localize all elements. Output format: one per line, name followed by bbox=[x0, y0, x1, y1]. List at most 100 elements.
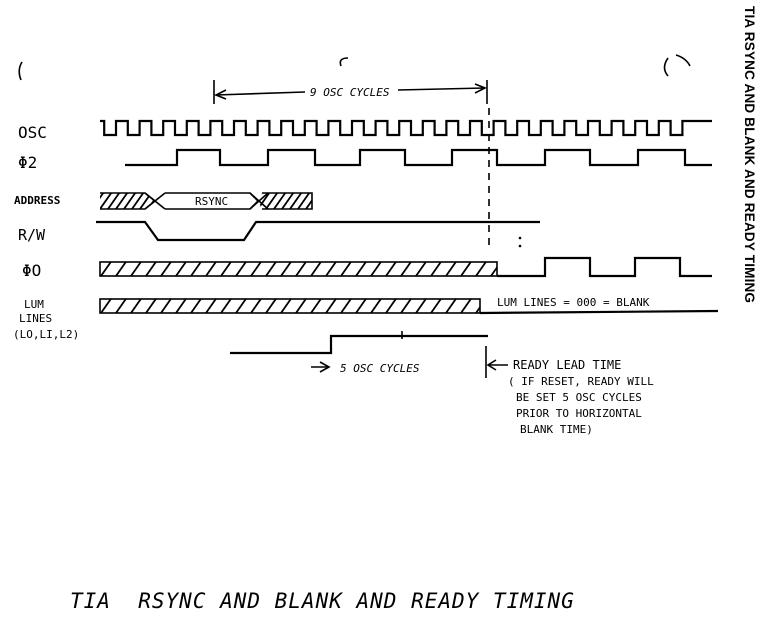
hatch-stroke bbox=[289, 193, 302, 209]
hatch-stroke bbox=[265, 262, 277, 276]
label-lum-2: LINES bbox=[19, 312, 52, 325]
hatch-stroke bbox=[175, 262, 187, 276]
hatch-stroke bbox=[297, 193, 310, 209]
hatch-stroke bbox=[400, 262, 412, 276]
dot-mark-1 bbox=[518, 236, 522, 240]
hatch-stroke bbox=[123, 193, 136, 209]
hatch-stroke bbox=[100, 299, 112, 313]
hatch-stroke bbox=[325, 262, 337, 276]
hatch-stroke bbox=[86, 299, 96, 313]
lum-undefined-region bbox=[86, 298, 481, 314]
rw-waveform bbox=[96, 220, 540, 242]
hatch-stroke bbox=[490, 265, 497, 276]
hatch-stroke bbox=[265, 299, 277, 313]
hatch-stroke bbox=[475, 305, 480, 313]
side-title: TIA RSYNC AND BLANK AND READY TIMING bbox=[742, 6, 757, 304]
lum-blank-line bbox=[479, 309, 719, 315]
label-lum-blank: LUM LINES = 000 = BLANK bbox=[497, 296, 650, 309]
hatch-stroke bbox=[131, 193, 144, 209]
label-address: ADDRESS bbox=[14, 194, 60, 207]
label-phi0: ΦO bbox=[22, 261, 41, 280]
ready-waveform bbox=[230, 334, 488, 355]
hatch-stroke bbox=[160, 262, 172, 276]
hatch-stroke bbox=[430, 299, 442, 313]
bottom-title: TIA RSYNC AND BLANK AND READY TIMING bbox=[70, 589, 575, 613]
hatch-stroke bbox=[400, 299, 412, 313]
hatch-stroke bbox=[220, 262, 232, 276]
hatch-stroke bbox=[314, 193, 325, 209]
arrow-9-right bbox=[474, 83, 487, 94]
hatch-stroke bbox=[190, 299, 202, 313]
label-phi2: Φ2 bbox=[18, 153, 37, 172]
phi2-waveform bbox=[125, 148, 712, 167]
hatch-stroke bbox=[265, 193, 278, 209]
arrow-9-left bbox=[214, 89, 227, 100]
hatch-stroke bbox=[415, 262, 427, 276]
dot-mark-2 bbox=[518, 244, 522, 248]
hatch-stroke bbox=[190, 262, 202, 276]
hatch-stroke bbox=[100, 193, 104, 209]
hatch-stroke bbox=[220, 299, 232, 313]
dim-9-line-right bbox=[397, 87, 486, 91]
hatch-stroke bbox=[250, 262, 262, 276]
hatch-stroke bbox=[385, 262, 397, 276]
hatch-stroke bbox=[370, 299, 382, 313]
hatch-stroke bbox=[295, 262, 307, 276]
hatch-stroke bbox=[445, 299, 457, 313]
hatch-stroke bbox=[273, 193, 286, 209]
hatch-stroke bbox=[250, 299, 262, 313]
stray-mark-right bbox=[663, 54, 691, 77]
arrow-5 bbox=[319, 361, 331, 373]
hatch-stroke bbox=[460, 262, 472, 276]
label-osc: OSC bbox=[18, 123, 47, 142]
label-lum-3: (LO,LI,L2) bbox=[13, 328, 79, 341]
label-lum-1: LUM bbox=[24, 298, 44, 311]
hatch-stroke bbox=[325, 299, 337, 313]
ready-arrow-head bbox=[486, 359, 497, 371]
hatch-stroke bbox=[145, 262, 157, 276]
hatch-stroke bbox=[280, 262, 292, 276]
hatch-stroke bbox=[115, 193, 128, 209]
hatch-stroke bbox=[280, 299, 292, 313]
hatch-stroke bbox=[415, 299, 427, 313]
hatch-stroke bbox=[460, 299, 472, 313]
hatch-stroke bbox=[445, 262, 457, 276]
hatch-stroke bbox=[115, 262, 127, 276]
hatch-stroke bbox=[145, 299, 157, 313]
ready-note-5: BLANK TIME) bbox=[520, 423, 593, 436]
hatch-stroke bbox=[322, 193, 333, 209]
hatch-stroke bbox=[130, 262, 142, 276]
hatch-stroke bbox=[205, 262, 217, 276]
hatch-stroke bbox=[160, 299, 172, 313]
ready-note-1: READY LEAD TIME bbox=[513, 358, 621, 372]
hatch-stroke bbox=[370, 262, 382, 276]
hatch-stroke bbox=[205, 299, 217, 313]
label-rsync: RSYNC bbox=[195, 195, 228, 208]
ready-note-2: ( IF RESET, READY WILL bbox=[508, 375, 654, 388]
label-5-osc-cycles: 5 OSC CYCLES bbox=[340, 362, 420, 375]
hatch-stroke bbox=[115, 299, 127, 313]
hatch-stroke bbox=[100, 193, 112, 209]
hatch-stroke bbox=[235, 299, 247, 313]
ready-note-4: PRIOR TO HORIZONTAL bbox=[516, 407, 642, 420]
dim-9-line-left bbox=[215, 91, 306, 96]
ready-note-3: BE SET 5 OSC CYCLES bbox=[516, 391, 642, 404]
phi0-undefined-region bbox=[86, 261, 498, 277]
stray-mark-left bbox=[18, 61, 23, 81]
hatch-stroke bbox=[295, 299, 307, 313]
hatch-stroke bbox=[430, 262, 442, 276]
hatch-stroke bbox=[175, 299, 187, 313]
hatch-stroke bbox=[340, 262, 352, 276]
hatch-stroke bbox=[475, 262, 487, 276]
hatch-stroke bbox=[86, 262, 96, 276]
label-rw: R/W bbox=[18, 226, 46, 244]
hatch-stroke bbox=[385, 299, 397, 313]
hatch-stroke bbox=[340, 299, 352, 313]
hatch-stroke bbox=[281, 193, 294, 209]
hatch-stroke bbox=[355, 299, 367, 313]
hatch-stroke bbox=[147, 193, 155, 209]
hatch-stroke bbox=[84, 193, 95, 209]
hatch-stroke bbox=[355, 262, 367, 276]
label-9-osc-cycles: 9 OSC CYCLES bbox=[310, 86, 390, 99]
